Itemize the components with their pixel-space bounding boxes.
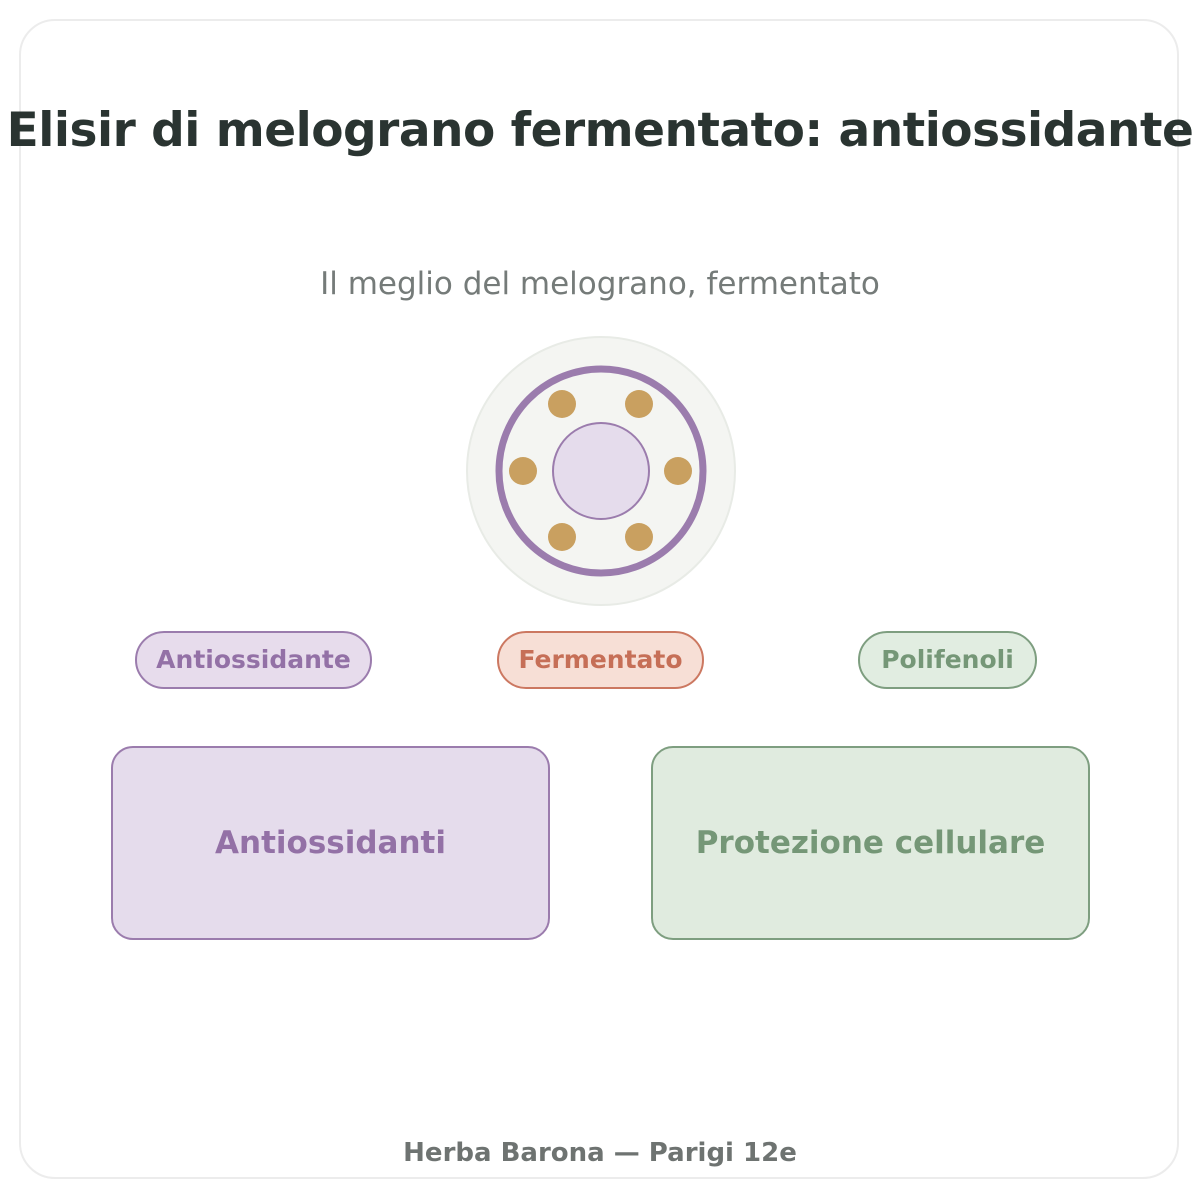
- benefit-card-protezione-cellulare: Protezione cellulare: [651, 746, 1090, 940]
- page-subtitle: Il meglio del melograno, fermentato: [320, 266, 880, 302]
- seed-dot: [625, 390, 653, 418]
- footer-brand: Herba Barona — Parigi 12e: [403, 1138, 797, 1168]
- benefit-card-antiossidanti: Antiossidanti: [111, 746, 550, 940]
- seed-dot: [509, 457, 537, 485]
- tag-antiossidante: Antiossidante: [135, 631, 372, 689]
- tag-polifenoli: Polifenoli: [858, 631, 1037, 689]
- seed-dot: [548, 390, 576, 418]
- emblem-core: [552, 422, 650, 520]
- pomegranate-emblem-svg: [466, 336, 736, 606]
- pomegranate-seeds-icon: [465, 335, 737, 607]
- benefit-label: Antiossidanti: [215, 825, 446, 861]
- seed-dot: [548, 523, 576, 551]
- benefit-label: Protezione cellulare: [695, 825, 1046, 861]
- seed-dot: [625, 523, 653, 551]
- tag-fermentato: Fermentato: [497, 631, 704, 689]
- page-title: Elisir di melograno fermentato: antiossi…: [6, 103, 1194, 158]
- seed-dot: [664, 457, 692, 485]
